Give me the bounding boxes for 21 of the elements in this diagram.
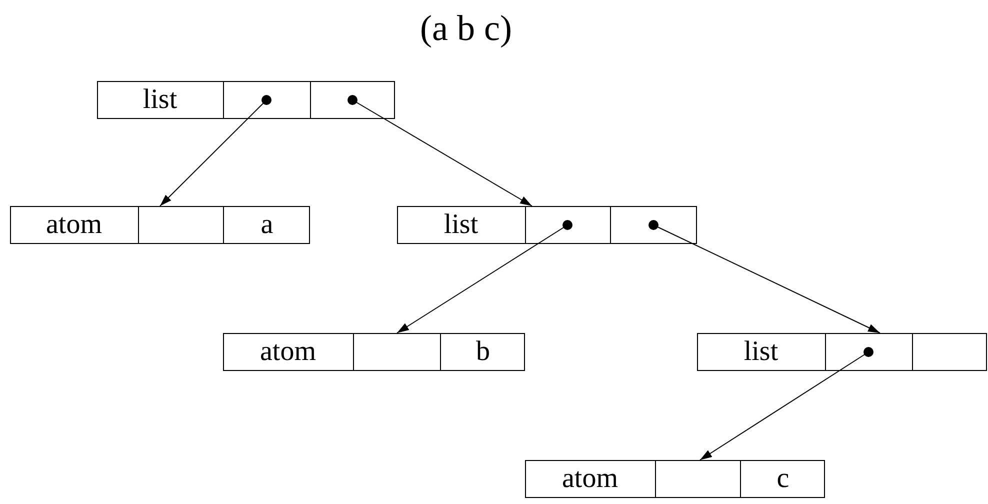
field-text: c <box>776 465 790 493</box>
record-box <box>97 81 395 119</box>
record-box <box>223 333 525 371</box>
field-text: atom <box>46 211 102 239</box>
pointer-arrow <box>648 220 880 334</box>
diagram-title: (a b c) <box>420 10 512 46</box>
field-text: atom <box>260 338 316 366</box>
field-text: list <box>444 211 478 239</box>
pointer-arrow <box>160 95 272 206</box>
record-box <box>397 206 697 244</box>
record-box <box>697 333 987 371</box>
record-box <box>10 206 310 244</box>
field-text: list <box>744 338 778 366</box>
pointer-arrow <box>348 95 532 206</box>
pointer-arrow <box>700 347 874 460</box>
record-box <box>525 460 825 498</box>
field-text: atom <box>562 465 618 493</box>
pointer-arrow <box>396 220 572 334</box>
field-text: list <box>142 86 178 114</box>
field-text: b <box>476 338 490 366</box>
field-text: a <box>260 211 274 239</box>
